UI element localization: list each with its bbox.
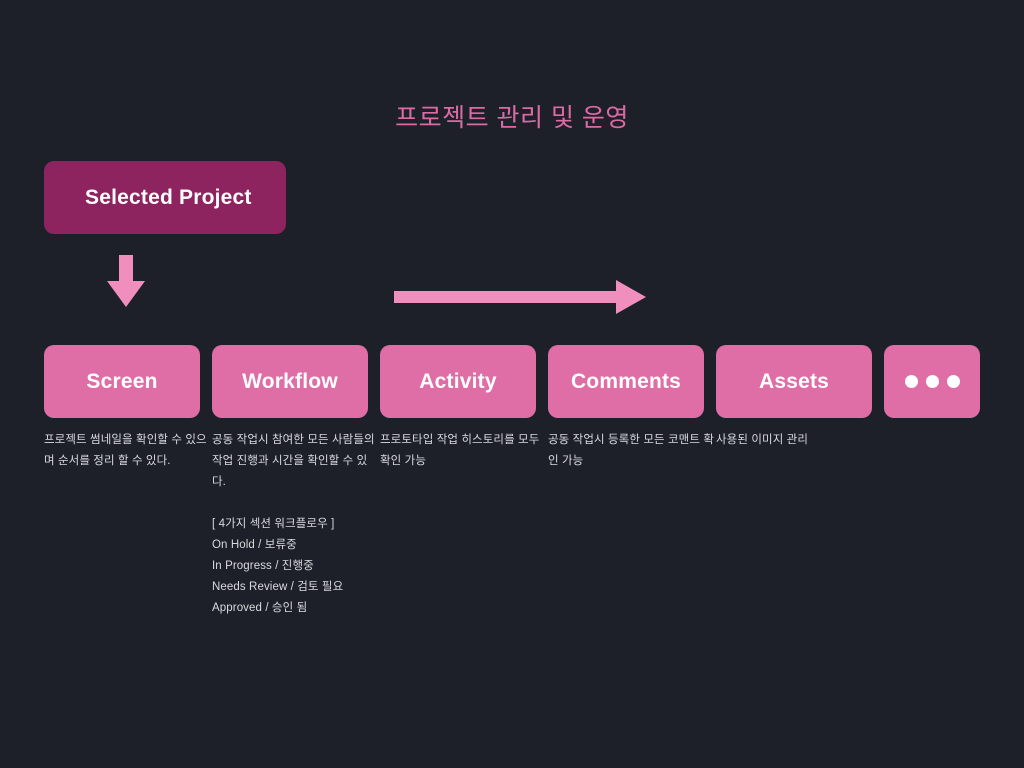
- workflow-state-needs-review: Needs Review / 검토 필요: [212, 581, 344, 593]
- description-column-activity: 프로토타입 작업 히스토리를 모두 확인 가능: [380, 430, 539, 630]
- arrow-down-icon: [104, 255, 148, 311]
- workflow-state-on-hold: On Hold / 보류중: [212, 539, 297, 551]
- card-screen[interactable]: Screen: [44, 345, 200, 418]
- card-activity-label: Activity: [419, 369, 497, 393]
- card-workflow[interactable]: Workflow: [212, 345, 368, 418]
- ellipsis-dot: [904, 375, 918, 388]
- ellipsis-dot: [946, 375, 960, 388]
- workflow-state-in-progress: In Progress / 진행중: [212, 560, 314, 572]
- description-column-workflow: 공동 작업시 참여한 모든 사람들의 작업 진행과 시간을 확인할 수 있다. …: [212, 430, 375, 630]
- card-more[interactable]: [884, 345, 980, 418]
- page-title: 프로젝트 관리 및 운영: [395, 104, 629, 132]
- description-screen: 프로젝트 썸네일을 확인할 수 있으며 순서를 정리 할 수 있다.: [44, 434, 207, 467]
- workflow-state-approved: Approved / 승인 됨: [212, 602, 308, 614]
- card-screen-label: Screen: [86, 369, 158, 393]
- card-assets[interactable]: Assets: [716, 345, 872, 418]
- description-assets: 사용된 이미지 관리: [716, 434, 809, 446]
- ellipsis-dot: [925, 375, 939, 388]
- selected-project-node[interactable]: Selected Project: [44, 161, 286, 234]
- feature-card-row: Screen Workflow Activity Comments Assets: [44, 345, 980, 418]
- workflow-states-list: [ 4가지 섹션 워크플로우 ] On Hold / 보류중 In Progre…: [212, 514, 392, 619]
- description-column-more: [884, 430, 980, 630]
- description-column-assets: 사용된 이미지 관리: [716, 430, 872, 630]
- card-comments[interactable]: Comments: [548, 345, 704, 418]
- description-column-screen: 프로젝트 썸네일을 확인할 수 있으며 순서를 정리 할 수 있다.: [44, 430, 207, 630]
- ellipsis-icon: [904, 375, 960, 388]
- description-workflow: 공동 작업시 참여한 모든 사람들의 작업 진행과 시간을 확인할 수 있다.: [212, 434, 375, 488]
- description-comments: 공동 작업시 등록한 모든 코맨트 확인 가능: [548, 434, 714, 467]
- card-activity[interactable]: Activity: [380, 345, 536, 418]
- description-activity: 프로토타입 작업 히스토리를 모두 확인 가능: [380, 434, 540, 467]
- card-comments-label: Comments: [570, 369, 682, 393]
- card-assets-label: Assets: [758, 369, 830, 393]
- workflow-states-heading: [ 4가지 섹션 워크플로우 ]: [212, 518, 335, 530]
- card-workflow-label: Workflow: [242, 369, 338, 393]
- selected-project-label: Selected Project: [85, 185, 252, 209]
- description-column-comments: 공동 작업시 등록한 모든 코맨트 확인 가능: [548, 430, 714, 630]
- card-description-row: 프로젝트 썸네일을 확인할 수 있으며 순서를 정리 할 수 있다. 공동 작업…: [44, 430, 980, 630]
- arrow-right-icon: [394, 277, 648, 317]
